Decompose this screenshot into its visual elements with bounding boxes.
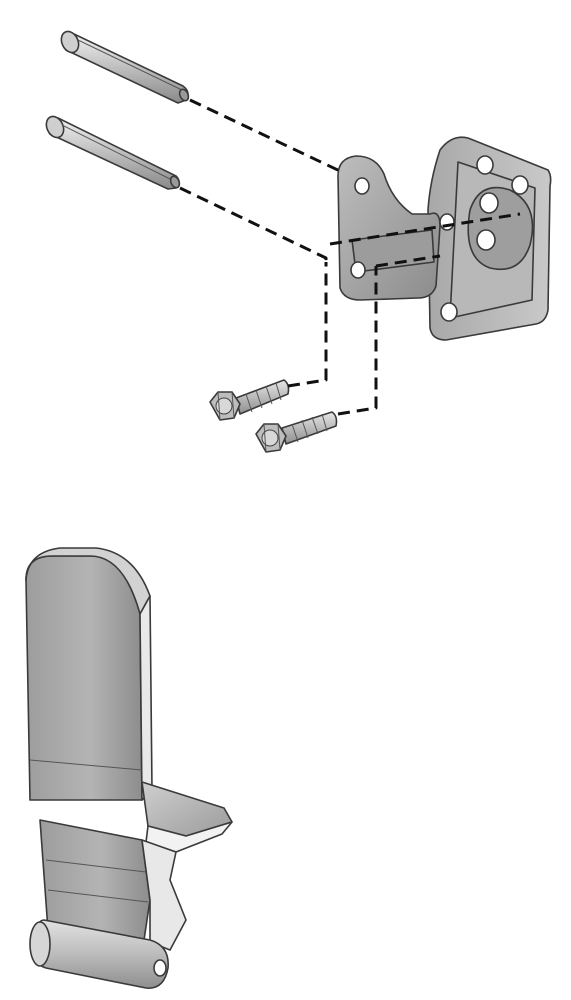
assembly-leader-lines (179, 98, 521, 416)
hinge-bracket-icon (337, 136, 552, 341)
latch-handle-icon (25, 547, 233, 989)
pin-upper-icon (60, 30, 190, 104)
pin-lower-icon (45, 115, 181, 190)
bolt-left-icon (209, 379, 290, 421)
bolt-right-icon (255, 411, 338, 453)
